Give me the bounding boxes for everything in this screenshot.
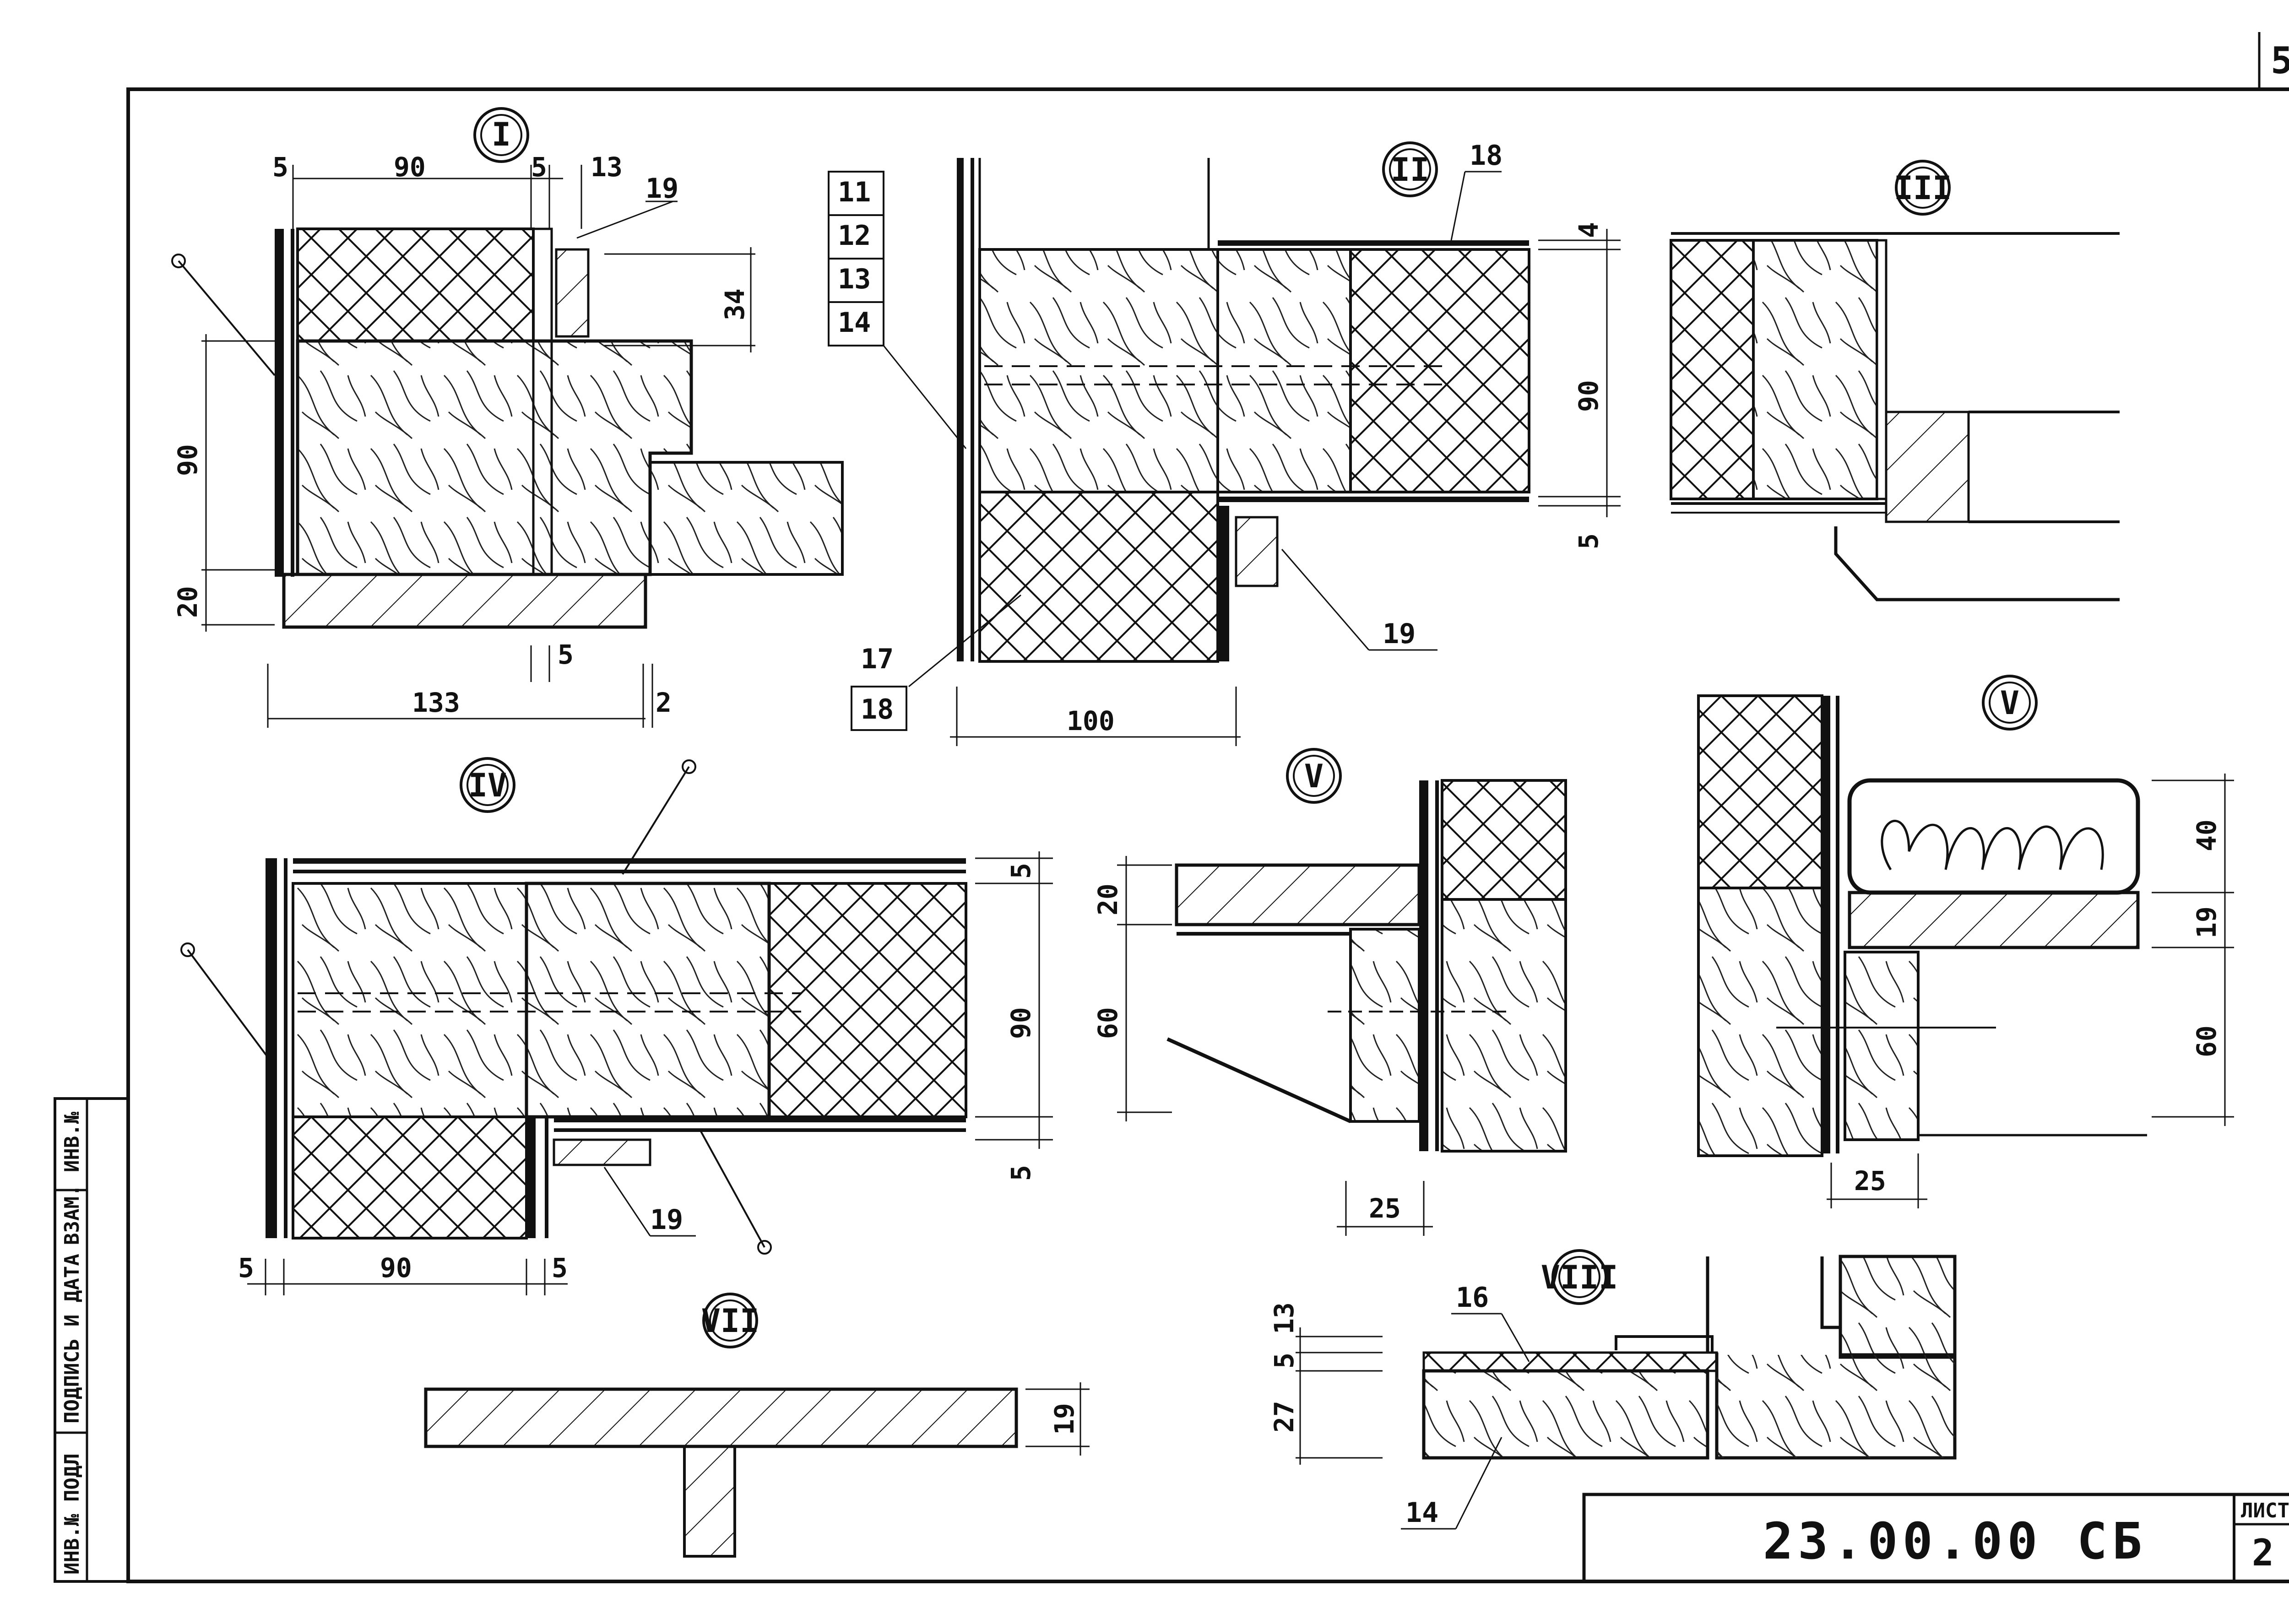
detail-vii-label: VII xyxy=(701,1302,759,1340)
detail-iv-dim-r3: 5 xyxy=(1005,1165,1036,1181)
side-stamp: ИНВ.№ ПОДЛ ПОДПИСЬ И ДАТА ВЗАМ. ИНВ.№ xyxy=(54,1097,130,1583)
detail-iv-callout-19: 19 xyxy=(650,1204,683,1236)
detail-i-dim-3: 5 xyxy=(531,152,547,183)
detail-ii-stack-13: 13 xyxy=(838,263,871,295)
sheet-number: 2 xyxy=(2252,1532,2278,1574)
detail-iv-label: IV xyxy=(468,767,507,804)
detail-v-right-dim-3: 60 xyxy=(2191,1025,2222,1057)
detail-v-right-dim-1: 40 xyxy=(2191,819,2222,851)
detail-i-dim-7: 20 xyxy=(172,586,203,618)
detail-v-dim-1: 20 xyxy=(1092,883,1123,915)
detail-iv-dim-b3: 5 xyxy=(552,1252,568,1283)
title-block: 23.00.00 СБ ЛИСТ 2 xyxy=(1582,1493,2289,1583)
sheet-border xyxy=(126,87,2289,1583)
detail-v-right-dim-4: 25 xyxy=(1854,1165,1886,1196)
sheet-label: ЛИСТ xyxy=(2241,1499,2289,1522)
detail-vii-dim-1: 19 xyxy=(1049,1403,1080,1435)
detail-i-dim-2: 90 xyxy=(394,152,426,183)
detail-viii-callout-14: 14 xyxy=(1405,1497,1438,1529)
detail-viii-label: VIII xyxy=(1541,1259,1618,1296)
detail-viii-dim-3: 27 xyxy=(1269,1401,1300,1433)
detail-vii: VII 19 xyxy=(424,1293,1090,1558)
detail-i-label: I xyxy=(492,116,511,153)
detail-iii-label: III xyxy=(1894,169,1952,207)
detail-ii-stack-14: 14 xyxy=(838,307,871,339)
detail-v-dim-3: 25 xyxy=(1369,1193,1401,1224)
detail-ii: II 11 12 13 14 17 18 18 19 xyxy=(828,140,1621,746)
detail-i-dim-6: 90 xyxy=(172,444,203,476)
detail-iv: IV 19 5 90 5 5 xyxy=(180,757,1053,1295)
detail-i-dim-4: 13 xyxy=(591,152,623,183)
detail-i-callout-19: 19 xyxy=(645,173,678,205)
detail-ii-stack-12: 12 xyxy=(838,220,871,252)
detail-v: V 20 60 25 xyxy=(1092,748,1567,1236)
detail-ii-callout-18: 18 xyxy=(1470,140,1502,172)
detail-i-dim-10: 2 xyxy=(656,687,672,718)
detail-ii-callout-19: 19 xyxy=(1383,618,1416,650)
detail-i-dim-1: 5 xyxy=(272,152,288,183)
detail-ii-stack-11: 11 xyxy=(838,176,871,208)
detail-v-right-label: V xyxy=(2000,684,2019,722)
detail-iv-dim-b1: 5 xyxy=(238,1252,254,1283)
detail-i: I 5 90 5 13 34 90 20 5 1 xyxy=(171,107,844,728)
detail-ii-dim-4: 100 xyxy=(1067,705,1115,736)
detail-ii-label: II xyxy=(1391,151,1429,189)
detail-i-dim-9: 133 xyxy=(412,687,460,718)
detail-v-label: V xyxy=(1304,758,1323,795)
stamp-inv-podl: ИНВ.№ ПОДЛ xyxy=(60,1453,84,1575)
page-number: 56 xyxy=(2271,39,2289,82)
detail-iv-dim-r2: 90 xyxy=(1005,1007,1036,1039)
detail-v-right-dim-2: 19 xyxy=(2191,906,2222,938)
detail-iv-dim-b2: 90 xyxy=(380,1252,412,1283)
detail-ii-stack-18: 18 xyxy=(861,693,894,725)
stamp-podpis-data: ПОДПИСЬ И ДАТА xyxy=(60,1254,84,1424)
detail-iv-dim-r1: 5 xyxy=(1005,863,1036,879)
detail-ii-stack-17: 17 xyxy=(861,643,894,675)
detail-v-right: V 40 19 60 25 xyxy=(1697,675,2234,1208)
detail-viii-callout-16: 16 xyxy=(1456,1282,1489,1314)
detail-viii: VIII 13 5 27 16 14 xyxy=(1269,1249,1957,1530)
detail-ii-dim-1: 4 xyxy=(1573,222,1604,238)
document-code: 23.00.00 СБ xyxy=(1763,1512,2147,1570)
detail-iii: III xyxy=(1670,160,2120,601)
stamp-vzam-inv: ВЗАМ. ИНВ.№ xyxy=(60,1111,84,1245)
detail-ii-dim-2: 90 xyxy=(1573,380,1604,412)
detail-ii-dim-3: 5 xyxy=(1573,533,1604,549)
detail-viii-dim-2: 5 xyxy=(1269,1353,1300,1369)
detail-i-dim-8: 5 xyxy=(558,639,574,670)
detail-v-dim-2: 60 xyxy=(1092,1007,1123,1039)
detail-i-dim-5: 34 xyxy=(719,288,750,320)
detail-viii-dim-1: 13 xyxy=(1269,1302,1300,1334)
